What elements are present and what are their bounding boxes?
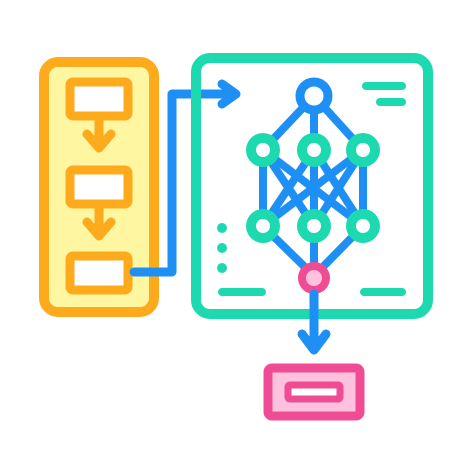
frame-dots [217, 223, 227, 273]
process-step-1 [65, 77, 133, 121]
result-box-border [263, 363, 365, 421]
hidden-layer-2 [246, 209, 380, 243]
network-connections [259, 92, 367, 280]
input-node [295, 77, 333, 115]
output-node [298, 262, 330, 294]
down-arrow-icon [82, 113, 116, 153]
process-step-3 [65, 251, 133, 295]
result-box [263, 363, 365, 421]
result-bar [284, 381, 344, 403]
process-flow-panel [39, 57, 159, 317]
process-panel-border [39, 57, 159, 317]
down-arrow-icon [82, 201, 116, 241]
output-arrow-icon [297, 289, 331, 355]
process-step-2 [65, 165, 133, 209]
hidden-layer-1 [246, 133, 380, 167]
